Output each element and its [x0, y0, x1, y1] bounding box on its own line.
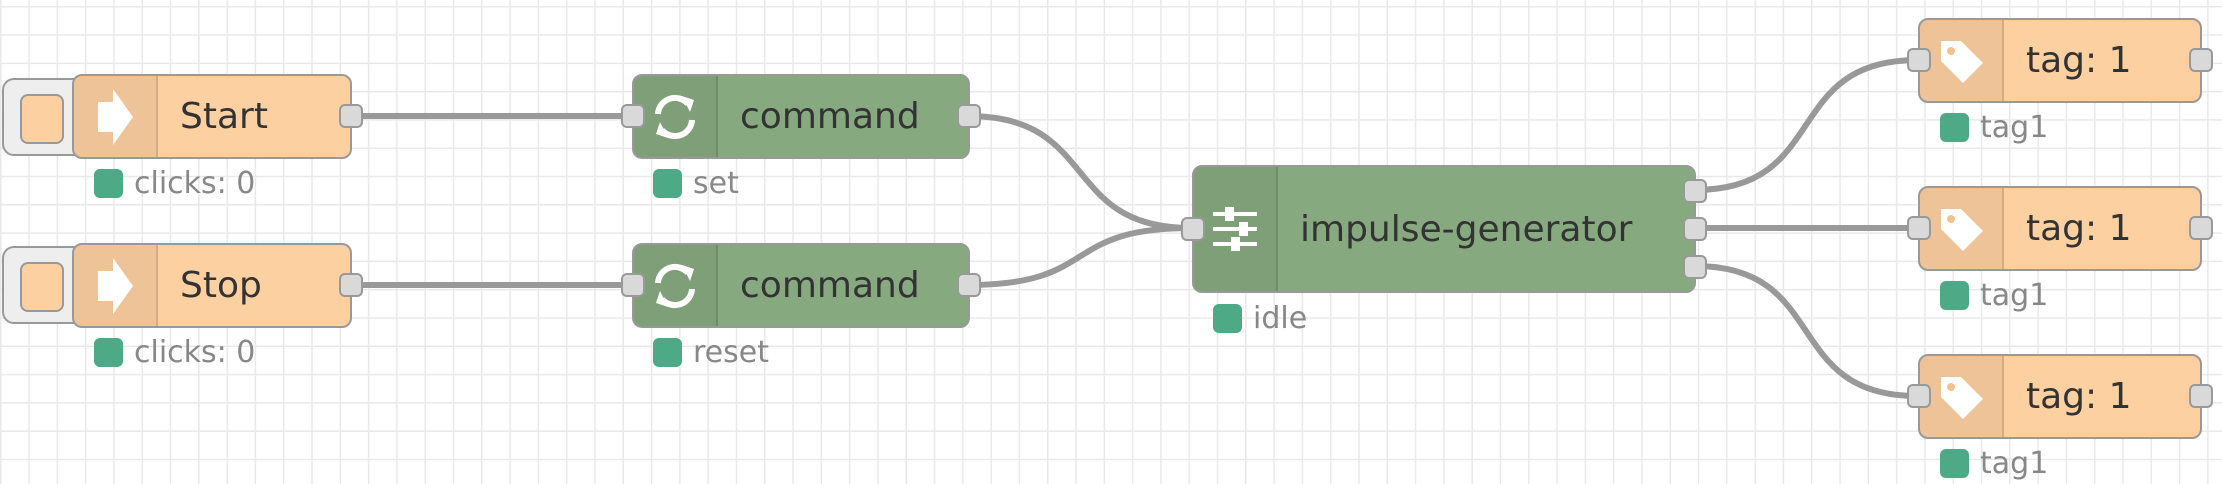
tag-node-1-output-port[interactable] — [2189, 48, 2213, 72]
start-status-dot — [94, 169, 123, 198]
impulse-generator-status-dot — [1213, 304, 1242, 333]
start-status: clicks: 0 — [94, 166, 255, 201]
impulse-generator-label: impulse-generator — [1300, 208, 1633, 250]
wire-impulse-to-tag-3[interactable] — [1692, 263, 1920, 399]
command-reset-icon-box — [634, 245, 718, 326]
command-reset-status: reset — [653, 335, 769, 370]
tag-node-1-label: tag: 1 — [2026, 40, 2132, 81]
start-icon-box — [74, 76, 158, 157]
stop-output-port[interactable] — [339, 273, 363, 297]
wire-command-set-to-impulse[interactable] — [965, 113, 1194, 231]
wire-command-reset-to-impulse[interactable] — [965, 225, 1194, 288]
command-set-output-port[interactable] — [957, 104, 981, 128]
command-reset-output-port[interactable] — [957, 273, 981, 297]
command-reset-status-dot — [653, 338, 682, 367]
impulse-generator-output-port-2[interactable] — [1683, 217, 1707, 241]
tag-node-3-status: tag1 — [1940, 446, 2048, 481]
impulse-generator-output-port-3[interactable] — [1683, 255, 1707, 279]
stop-status-text: clicks: 0 — [134, 335, 256, 370]
command-set-status-dot — [653, 169, 682, 198]
sync-icon — [655, 94, 695, 139]
sync-icon — [655, 263, 695, 308]
start-status-text: clicks: 0 — [134, 166, 256, 201]
sliders-icon — [1213, 207, 1257, 251]
tag-icon — [1941, 40, 1983, 83]
impulse-generator-status-text: idle — [1253, 301, 1308, 336]
tag-node-1[interactable]: tag: 1 — [1907, 18, 2213, 103]
stop-status-dot — [94, 338, 123, 367]
tag-node-3-status-text: tag1 — [1980, 446, 2049, 481]
impulse-generator-status: idle — [1213, 301, 1307, 336]
tag-node-2-input-port[interactable] — [1907, 216, 1931, 240]
stop-node-label: Stop — [180, 265, 262, 306]
tag-node-1-status-text: tag1 — [1980, 110, 2049, 145]
tag-node-2-status: tag1 — [1940, 278, 2048, 313]
arrow-right-icon — [98, 88, 133, 145]
command-set-label: command — [740, 96, 920, 137]
impulse-generator-node[interactable]: impulse-generator — [1181, 165, 1707, 293]
start-inject-button-face[interactable] — [20, 94, 64, 144]
stop-status: clicks: 0 — [94, 335, 255, 370]
command-reset-node[interactable]: command — [621, 243, 981, 328]
command-reset-input-port[interactable] — [621, 273, 645, 297]
arrow-right-icon — [98, 257, 133, 314]
tag-node-3-label: tag: 1 — [2026, 376, 2132, 417]
tag-node-2[interactable]: tag: 1 — [1907, 186, 2213, 271]
start-node-label: Start — [180, 96, 268, 137]
tag-node-3-output-port[interactable] — [2189, 384, 2213, 408]
tag-node-2-label: tag: 1 — [2026, 208, 2132, 249]
impulse-generator-input-port[interactable] — [1181, 217, 1205, 241]
command-reset-status-text: reset — [693, 335, 769, 370]
tag-node-3-status-dot — [1940, 449, 1969, 478]
impulse-generator-icon-box — [1194, 167, 1278, 291]
tag-node-3[interactable]: tag: 1 — [1907, 354, 2213, 439]
command-set-node[interactable]: command — [621, 74, 981, 159]
tag-node-1-icon-box — [1920, 20, 2004, 101]
wire-impulse-to-tag-1[interactable] — [1692, 57, 1920, 193]
impulse-generator-output-port-1[interactable] — [1683, 179, 1707, 203]
tag-node-2-status-dot — [1940, 281, 1969, 310]
command-set-status-text: set — [693, 166, 739, 201]
command-set-input-port[interactable] — [621, 104, 645, 128]
start-inject-node[interactable]: Start — [72, 74, 363, 159]
command-reset-label: command — [740, 265, 920, 306]
tag-node-2-status-text: tag1 — [1980, 278, 2049, 313]
tag-node-2-output-port[interactable] — [2189, 216, 2213, 240]
tag-node-1-status: tag1 — [1940, 110, 2048, 145]
tag-icon — [1941, 376, 1983, 419]
tag-node-1-input-port[interactable] — [1907, 48, 1931, 72]
stop-inject-button-face[interactable] — [20, 262, 64, 312]
stop-inject-node[interactable]: Stop — [72, 243, 363, 328]
command-set-status: set — [653, 166, 739, 201]
stop-icon-box — [74, 245, 158, 326]
tag-icon — [1941, 208, 1983, 251]
start-output-port[interactable] — [339, 104, 363, 128]
command-set-icon-box — [634, 76, 718, 157]
tag-node-1-status-dot — [1940, 113, 1969, 142]
tag-node-3-icon-box — [1920, 356, 2004, 437]
tag-node-3-input-port[interactable] — [1907, 384, 1931, 408]
tag-node-2-icon-box — [1920, 188, 2004, 269]
